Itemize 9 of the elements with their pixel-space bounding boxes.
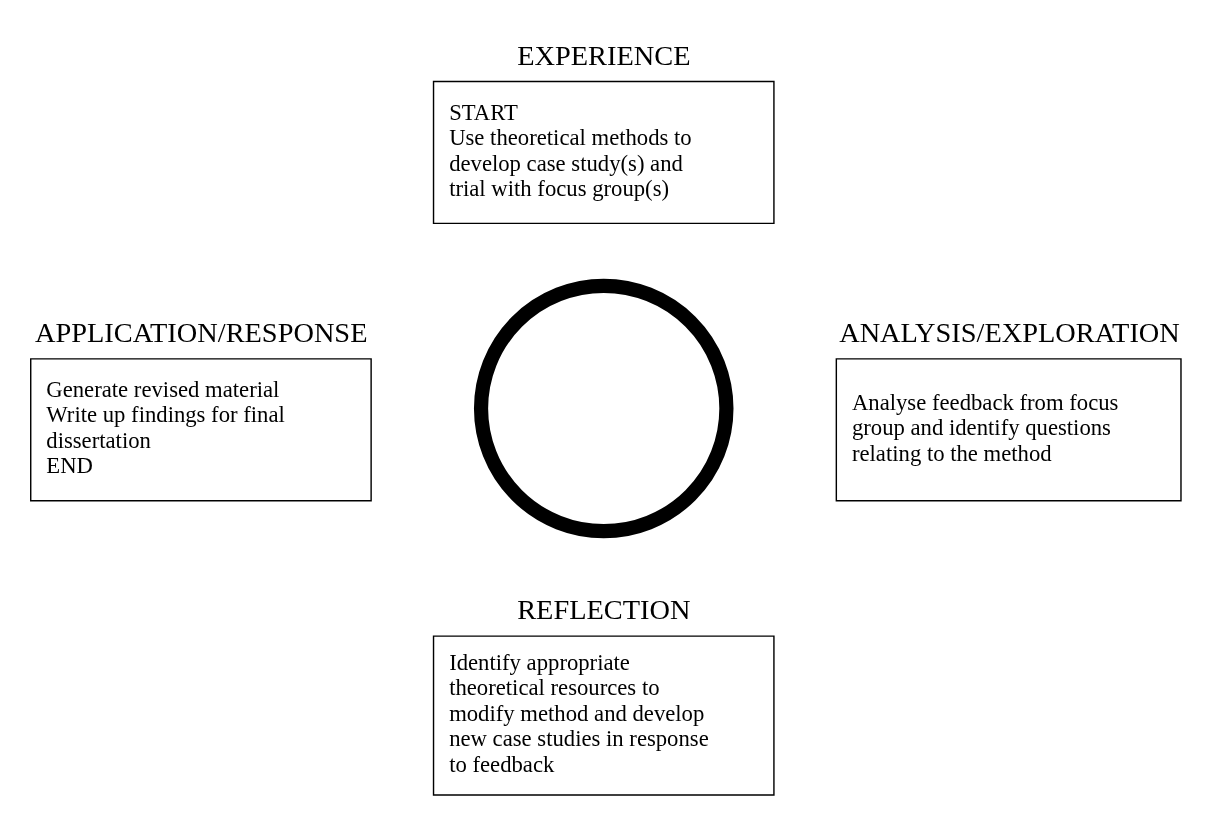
node-circle <box>473 278 734 539</box>
node-box: Generate revised material Write up findings for final dissertation END <box>30 358 372 502</box>
node-box: START Use theoretical methods to develop case study(s) and trial with focus group(s) <box>432 80 775 225</box>
node-box: Identify appropriate theoretical resources to modify method and develop new case studies in response to feedback <box>432 635 775 796</box>
node-label: ANALYSIS/EXPLORATION <box>839 316 1180 348</box>
node-box: Analyse feedback from focus group and identify questions relating to the method <box>835 358 1182 502</box>
node-label: EXPERIENCE <box>517 39 691 71</box>
node-label: APPLICATION/RESPONSE <box>34 316 368 348</box>
node-label: REFLECTION <box>517 594 691 626</box>
